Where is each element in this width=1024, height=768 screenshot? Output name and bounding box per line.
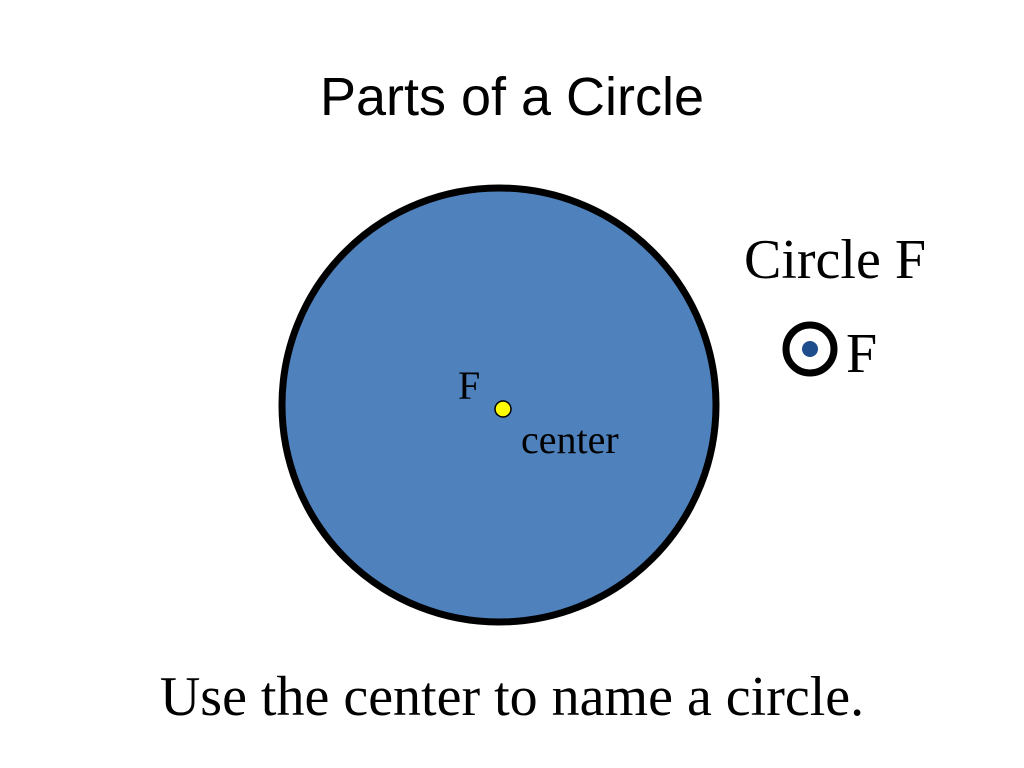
circle-name-label: Circle F	[744, 229, 926, 291]
center-point	[494, 400, 512, 418]
slide-title: Parts of a Circle	[319, 67, 705, 127]
center-caption: center	[521, 417, 619, 462]
circle-symbol-icon	[782, 321, 838, 377]
center-point-label: F	[458, 363, 481, 408]
symbol-center-dot	[802, 341, 818, 357]
footer-statement: Use the center to name a circle.	[159, 666, 865, 728]
symbol-point-label: F	[846, 323, 878, 385]
